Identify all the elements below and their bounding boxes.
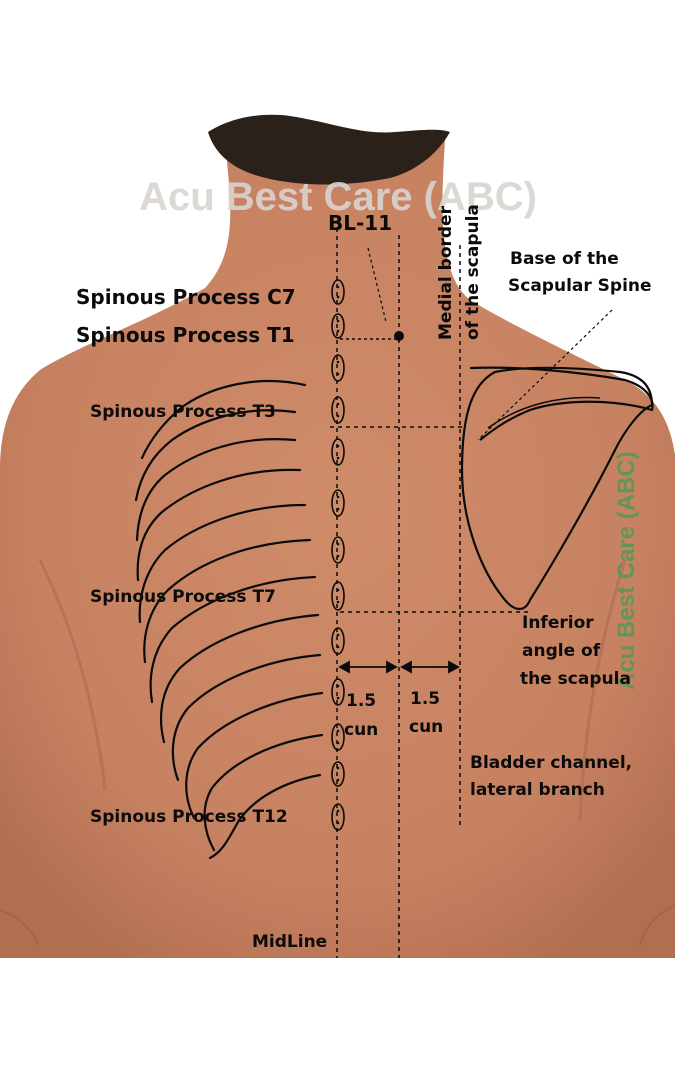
rib-10: [185, 691, 324, 820]
vertebra-t4: [331, 438, 345, 466]
arm-crease-left: [0, 909, 39, 946]
label-medial-border-2: of the scapula: [463, 204, 483, 340]
label-cun-left-2: cun: [344, 720, 378, 740]
vertebra-t9: [331, 678, 345, 706]
spinous-processes: [331, 279, 345, 831]
label-midline: MidLine: [252, 932, 327, 952]
rib-11: [203, 733, 324, 852]
label-cun-left-1: 1.5: [346, 691, 376, 711]
bl11-pointer: [367, 247, 387, 323]
rib-9: [171, 653, 322, 782]
scapular-spine: [469, 366, 654, 441]
scapular-spine-inner: [487, 396, 601, 429]
watermark-top: Acu Best Care (ABC): [139, 175, 537, 219]
label-inferior-1: Inferior: [522, 613, 594, 633]
vertebra-t11: [331, 761, 345, 787]
label-medial-border-1: Medial border: [436, 205, 456, 340]
rib-6: [143, 538, 312, 664]
vertebra-t3: [331, 396, 345, 424]
vertebra-t10: [331, 723, 345, 751]
vertebra-t1: [331, 313, 345, 339]
vertebra-dots: [336, 285, 340, 825]
vertebra-t12: [331, 803, 345, 831]
label-t1: Spinous Process T1: [76, 323, 295, 347]
label-c7: Spinous Process C7: [76, 285, 296, 309]
rib-8: [159, 613, 320, 744]
label-base-spine-2: Scapular Spine: [508, 276, 652, 296]
label-inferior-2: angle of: [522, 641, 601, 661]
label-t3: Spinous Process T3: [90, 402, 276, 422]
cun-arrows: [338, 660, 460, 674]
scapular-spine-pointer: [477, 309, 613, 441]
vertebra-c7: [331, 279, 345, 305]
label-base-spine-1: Base of the: [510, 249, 619, 269]
arm-crease-right: [639, 904, 675, 946]
label-cun-right-1: 1.5: [410, 689, 440, 709]
label-t7: Spinous Process T7: [90, 587, 276, 607]
bl11-point: [394, 331, 404, 341]
label-bladder-1: Bladder channel,: [470, 753, 632, 773]
rib-7: [149, 575, 317, 704]
rib-2: [134, 409, 297, 502]
vertebra-t2: [331, 354, 345, 382]
scapula: [460, 366, 654, 611]
rib-3: [135, 438, 297, 542]
ribs: [134, 379, 324, 860]
vertebra-t7: [331, 581, 345, 611]
vertebra-t5: [331, 489, 345, 517]
watermark-side: Acu Best Care (ABC): [613, 451, 640, 690]
rib-4: [136, 468, 302, 582]
rib-1: [140, 379, 307, 460]
rib-12: [208, 773, 322, 860]
label-t12: Spinous Process T12: [90, 807, 288, 827]
hair: [208, 114, 450, 185]
vertebra-t8: [331, 627, 345, 655]
body-shading-left: [38, 559, 107, 791]
label-inferior-3: the scapula: [520, 669, 631, 689]
vertebra-t6: [331, 536, 345, 564]
scapula-body: [460, 366, 654, 611]
rib-5: [138, 503, 307, 624]
label-cun-right-2: cun: [409, 717, 443, 737]
label-bl11: BL-11: [328, 211, 392, 235]
body-shading-right: [578, 559, 627, 821]
label-bladder-2: lateral branch: [470, 780, 605, 800]
